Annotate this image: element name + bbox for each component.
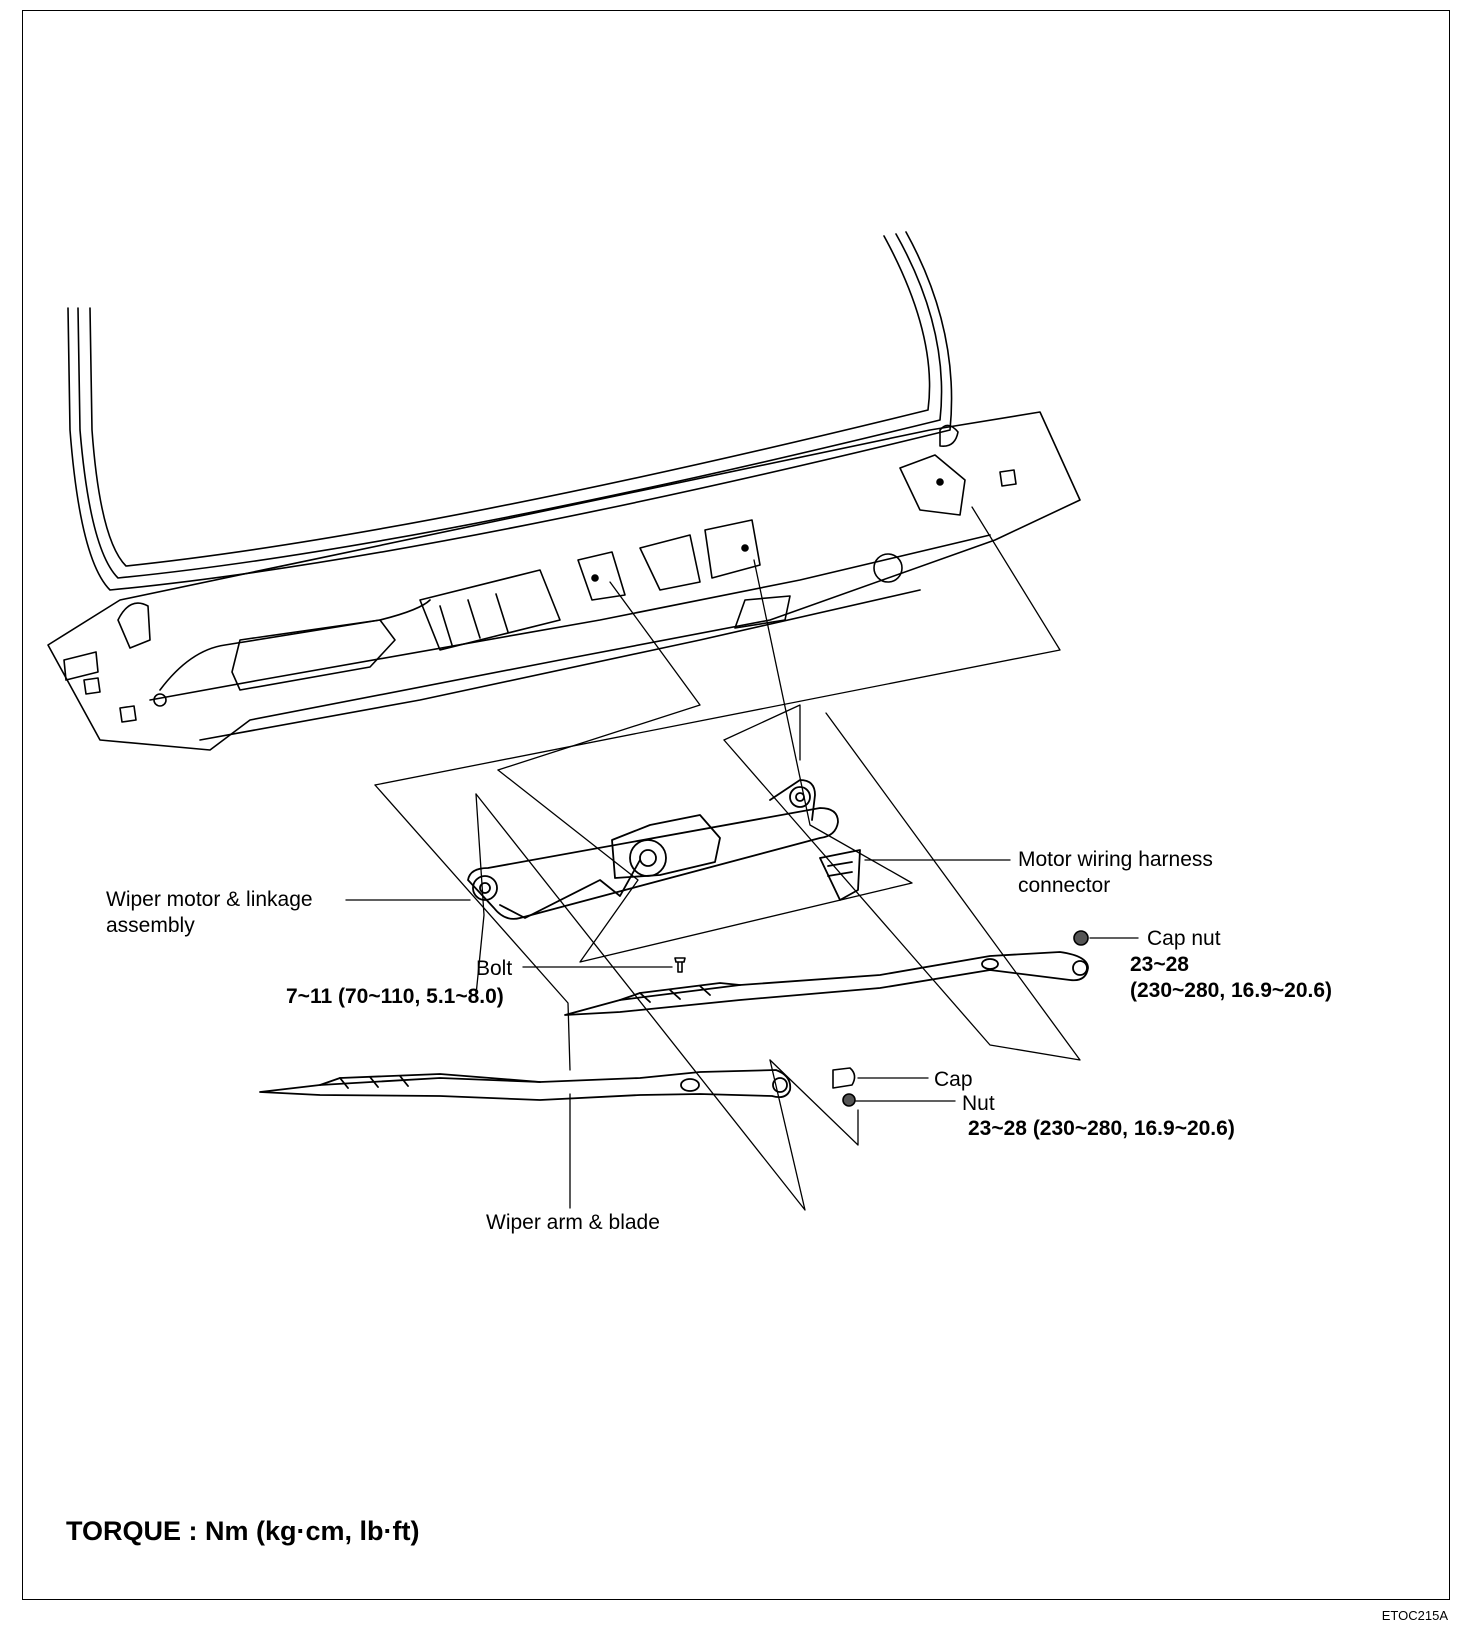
harness-connector-label: Motor wiring harness connector bbox=[1018, 848, 1213, 897]
wiper-motor-label: Wiper motor & linkage assembly bbox=[106, 888, 313, 937]
bolt-torque: 7~11 (70~110, 5.1~8.0) bbox=[286, 985, 504, 1008]
figure-code: ETOC215A bbox=[1381, 1608, 1448, 1623]
lower-wiper-arm-blade-icon bbox=[259, 1069, 792, 1101]
nut-icon bbox=[842, 1093, 856, 1107]
cap-icon bbox=[832, 1067, 856, 1089]
nut-torque: 23~28 (230~280, 16.9~20.6) bbox=[968, 1117, 1235, 1140]
wiper-arm-label: Wiper arm & blade bbox=[486, 1211, 660, 1234]
torque-units-note: TORQUE : Nm (kg·cm, lb·ft) bbox=[66, 1516, 420, 1546]
bolt-icon bbox=[674, 957, 686, 973]
nut-label: Nut bbox=[962, 1092, 995, 1115]
cap-nut-icon bbox=[1073, 930, 1089, 946]
upper-wiper-arm-blade-icon bbox=[564, 951, 1089, 1016]
cap-nut-label: Cap nut bbox=[1147, 927, 1221, 950]
bolt-label: Bolt bbox=[476, 957, 513, 980]
cap-nut-torque: 23~28 (230~280, 16.9~20.6) bbox=[1130, 953, 1333, 1002]
cap-label: Cap bbox=[934, 1068, 973, 1091]
guide-lines bbox=[374, 506, 1081, 1211]
windshield-cowl-panel-icon bbox=[47, 231, 1081, 751]
wiper-motor-linkage-icon bbox=[467, 779, 861, 920]
diagram-frame bbox=[22, 10, 1450, 1600]
leader-lines bbox=[345, 859, 1139, 1209]
